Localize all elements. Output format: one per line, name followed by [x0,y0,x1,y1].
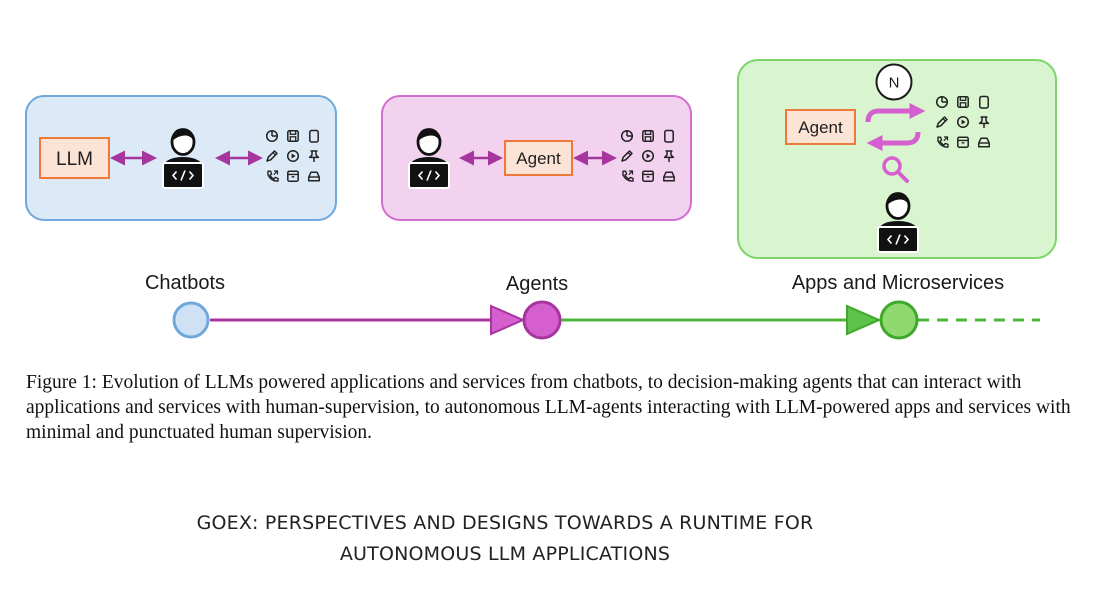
llm-component-box: LLM [39,137,110,179]
agent-component-box: Agent [504,140,573,176]
llm-label: LLM [56,149,93,170]
paper-title: GOEX: PERSPECTIVES AND DESIGNS TOWARDS A… [0,508,1010,570]
agents-panel: Agent [381,95,692,221]
stage-label-chatbots: Chatbots [145,272,225,294]
agent-component-box: Agent [785,109,856,145]
timeline-arrowhead-1 [490,304,526,336]
stage-label-apps: Apps and Microservices [792,272,1004,294]
stage-node-agents [522,300,562,340]
timeline: Chatbots Agents Apps and Microservices [145,272,1040,340]
paper-title-line-2: AUTONOMOUS LLM APPLICATIONS [339,543,671,565]
agent-label: Agent [798,118,843,137]
chatbots-panel: LLM [25,95,337,221]
evolution-diagram: LLM Agent N Agent [25,59,1057,340]
agent-label: Agent [516,149,561,168]
figure-caption: Figure 1: Evolution of LLMs powered appl… [26,372,1071,443]
stage-node-apps [879,300,919,340]
stage-label-agents: Agents [506,273,568,295]
n-badge-label: N [889,75,900,92]
paper-title-line-1: GOEX: PERSPECTIVES AND DESIGNS TOWARDS A… [196,512,814,534]
timeline-arrowhead-2 [846,304,882,336]
n-badge: N [875,63,913,101]
magnifier-icon [882,156,909,183]
apps-panel: N Agent [737,59,1057,259]
bidirectional-loop-arrows [865,102,926,152]
stage-node-chatbots [172,301,210,339]
